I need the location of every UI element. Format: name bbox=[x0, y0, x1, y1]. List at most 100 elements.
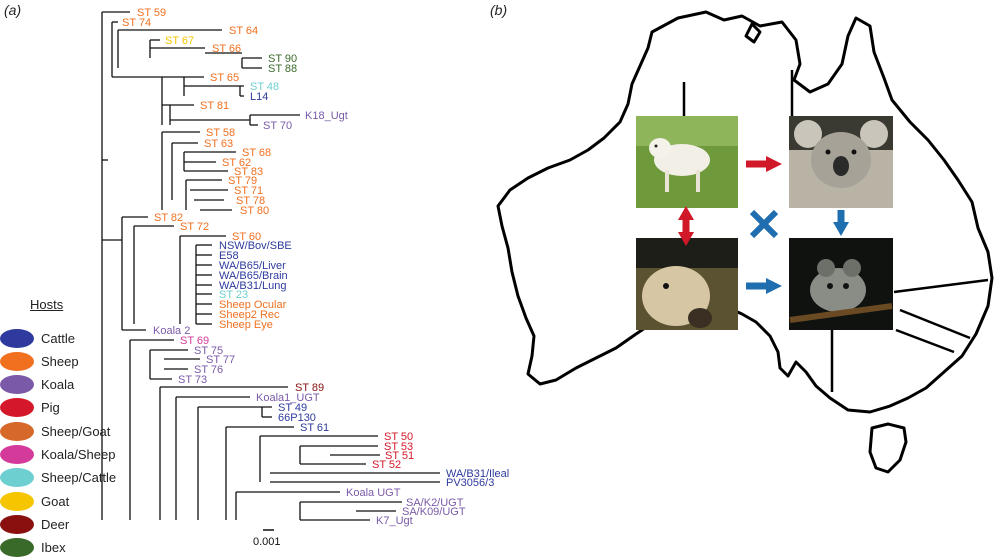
scale-bar: 0.001 bbox=[253, 529, 281, 548]
tree-tip-label: WA/B65/Brain bbox=[219, 270, 288, 282]
tree-tip-label: ST 77 bbox=[206, 354, 235, 366]
tree-tip-label: ST 49 bbox=[278, 402, 307, 414]
tree-tip-label: WA/B65/Liver bbox=[219, 260, 286, 272]
legend-swatch bbox=[0, 445, 34, 464]
tree-tip-label: E58 bbox=[219, 250, 239, 262]
legend-swatch bbox=[0, 468, 34, 488]
tree-tip-label: ST 83 bbox=[234, 166, 263, 178]
tree-tip-label: ST 76 bbox=[194, 364, 223, 376]
legend-item: Sheep/Cattle bbox=[0, 467, 116, 489]
tree-tip-label: ST 88 bbox=[268, 63, 297, 75]
tree-tip-label: ST 64 bbox=[229, 25, 258, 37]
tree-tip-label: Koala1_UGT bbox=[256, 392, 320, 404]
tree-tip-label: SA/K2/UGT bbox=[406, 497, 464, 509]
legend-item: Cattle bbox=[0, 327, 75, 349]
legend-label: Sheep/Goat bbox=[41, 423, 111, 439]
possum-photo bbox=[789, 238, 893, 330]
legend-label: Koala/Sheep bbox=[41, 447, 116, 462]
tree-tip-label: Sheep Eye bbox=[219, 319, 273, 331]
tree-tip-label: Sheep2 Rec bbox=[219, 309, 280, 321]
tree-tip-label: ST 75 bbox=[194, 345, 223, 357]
tree-tip-label: ST 61 bbox=[300, 422, 329, 434]
legend-item: Ibex bbox=[0, 537, 66, 559]
tree-tip-label: Koala UGT bbox=[346, 487, 401, 499]
tree-tip-label: K7_Ugt bbox=[376, 515, 413, 527]
cattle-photo bbox=[636, 238, 738, 330]
legend-swatch bbox=[0, 491, 34, 511]
tree-tip-label: Sheep Ocular bbox=[219, 299, 287, 311]
tree-tip-label: ST 72 bbox=[180, 221, 209, 233]
legend-swatch bbox=[0, 375, 34, 395]
tree-tip-label: ST 80 bbox=[240, 205, 269, 217]
tree-tip-label: SA/K09/UGT bbox=[402, 506, 466, 518]
australia-map bbox=[496, 10, 994, 474]
tree-tip-label: ST 71 bbox=[234, 185, 263, 197]
legend-label: Cattle bbox=[41, 330, 75, 346]
legend-item: Deer bbox=[0, 513, 69, 535]
legend-label: Deer bbox=[41, 516, 70, 532]
tree-tip-label: ST 67 bbox=[165, 35, 194, 47]
panel-b-label: (b) bbox=[490, 2, 508, 18]
tree-tip-label: ST 70 bbox=[263, 120, 292, 132]
tree-tip-label: ST 48 bbox=[250, 81, 279, 93]
tree-tip-label: ST 59 bbox=[137, 7, 166, 19]
blue-cross bbox=[749, 209, 779, 239]
tree-tip-label: ST 89 bbox=[295, 382, 324, 394]
red-arrow-sheep-koala bbox=[746, 156, 782, 172]
tree-tip-label: ST 60 bbox=[232, 231, 261, 243]
mainland-outline bbox=[496, 10, 994, 414]
legend-label: Sheep/Cattle bbox=[41, 470, 117, 486]
tree-tip-label: ST 69 bbox=[180, 335, 209, 347]
legend-label: Pig bbox=[41, 400, 60, 416]
legend-label: Ibex bbox=[41, 540, 66, 556]
tree-tip-label: ST 73 bbox=[178, 374, 207, 386]
legend-swatch bbox=[0, 421, 34, 441]
tree-tip-label: 66P130 bbox=[278, 412, 316, 424]
legend-item: Sheep/Goat bbox=[0, 420, 110, 442]
tree-tip-label: ST 23 bbox=[219, 289, 248, 301]
legend-label: Koala bbox=[41, 377, 75, 393]
legend-title: Hosts bbox=[30, 297, 64, 312]
legend-item: Koala bbox=[0, 374, 74, 396]
tree-tip-label: L14 bbox=[250, 91, 268, 103]
tree-tip-label: ST 68 bbox=[242, 147, 271, 159]
legend-item: Goat bbox=[0, 490, 69, 512]
tree-tip-label: NSW/Bov/SBE bbox=[219, 240, 292, 252]
tree-tip-label: ST 79 bbox=[228, 175, 257, 187]
tree-tip-label: ST 58 bbox=[206, 127, 235, 139]
legend-label: Sheep bbox=[41, 353, 79, 369]
red-arrow-sheep-cattle bbox=[678, 206, 694, 246]
tree-tip-label: ST 82 bbox=[154, 212, 183, 224]
legend-swatch bbox=[0, 351, 34, 371]
blue-arrow-cattle-possum bbox=[746, 278, 782, 294]
tree-tip-label: ST 90 bbox=[268, 53, 297, 65]
scale-bar-label: 0.001 bbox=[253, 536, 281, 548]
tree-tip-label: ST 51 bbox=[385, 450, 414, 462]
legend-swatch bbox=[0, 328, 34, 348]
tree-tip-label: ST 62 bbox=[222, 157, 251, 169]
tree-tip-label: ST 50 bbox=[384, 431, 413, 443]
tree-tip-label: Koala 2 bbox=[153, 325, 190, 337]
legend-swatch bbox=[0, 398, 34, 418]
tree-tip-label: ST 52 bbox=[372, 459, 401, 471]
legend-label: Goat bbox=[41, 493, 70, 509]
tree-tip-label: ST 63 bbox=[204, 138, 233, 150]
tree-tip-label: WA/B31/Lung bbox=[219, 280, 286, 292]
koala-photo bbox=[789, 116, 893, 208]
tree-tip-label: ST 78 bbox=[236, 195, 265, 207]
legend-item: Pig bbox=[0, 397, 60, 419]
tree-tip-label: ST 53 bbox=[384, 441, 413, 453]
tree-tip-label: K18_Ugt bbox=[305, 110, 348, 122]
legend-swatch bbox=[0, 514, 34, 534]
tree-tip-label: PV3056/3 bbox=[446, 477, 494, 489]
tree-tip-label: ST 81 bbox=[200, 100, 229, 112]
legend-item: Koala/Sheep bbox=[0, 444, 115, 466]
tree-tip-label: ST 66 bbox=[212, 43, 241, 55]
tree-tip-label: WA/B31/Ileal bbox=[446, 468, 509, 480]
legend-swatch bbox=[0, 538, 34, 558]
legend-item: Sheep bbox=[0, 350, 79, 372]
tasmania-outline bbox=[868, 422, 908, 474]
blue-arrow-koala-possum bbox=[833, 210, 849, 236]
